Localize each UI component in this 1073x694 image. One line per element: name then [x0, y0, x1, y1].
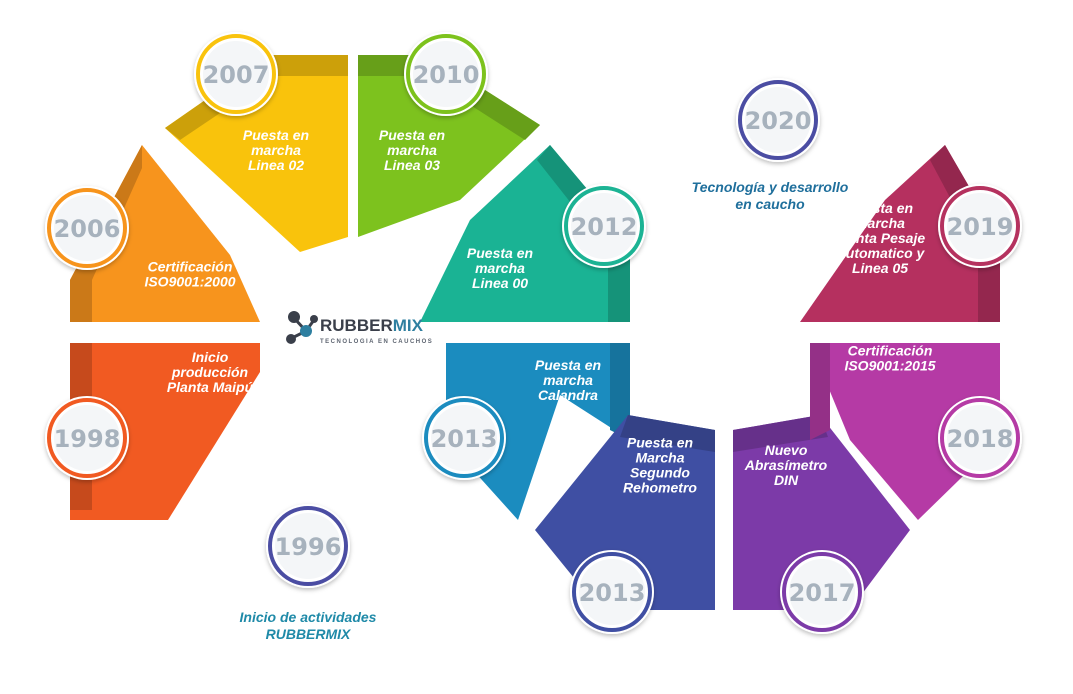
segment-label-line: Puesta en	[467, 245, 533, 261]
segment-label-line: Puesta en	[847, 200, 913, 216]
segment-label-line: Planta Maipú	[167, 379, 254, 395]
segment-shape	[446, 343, 630, 520]
segment-label-line: Rehometro	[623, 480, 697, 496]
segment-label-line: Puesta en	[379, 127, 445, 143]
segment-label-line: producción	[171, 364, 248, 380]
segment-label-line: ISO9001:2000	[144, 274, 235, 290]
segment-band	[930, 145, 1000, 322]
segment-shape	[70, 343, 260, 520]
segment-label-line: Inicio	[192, 349, 229, 365]
year-label: 2018	[947, 425, 1014, 453]
segment-band	[620, 415, 715, 452]
rubbermix-logo: RUBBERMIX TECNOLOGIA EN CAUCHOS	[286, 311, 433, 345]
year-label: 1998	[54, 425, 121, 453]
segment-label-line: marcha	[855, 215, 905, 231]
year-label: 2007	[203, 61, 270, 89]
segment-label-line: marcha	[543, 372, 593, 388]
year-badge-2020: 2020	[736, 78, 820, 162]
segment-label-line: marcha	[387, 142, 437, 158]
segment-label-line: Nuevo	[765, 442, 808, 458]
segment-label-line: Segundo	[630, 465, 690, 481]
segment-label-line: Calandra	[538, 387, 598, 403]
segment-shape	[810, 343, 1000, 520]
segment-label-line: Abrasímetro	[744, 457, 828, 473]
year-label: 2013	[579, 579, 646, 607]
segment-label-line: Puesta en	[535, 357, 601, 373]
segment-label-line: Puesta en	[627, 435, 693, 451]
year-label: 2006	[54, 215, 121, 243]
segment-label-line: ISO9001:2015	[844, 358, 935, 374]
segment-shape	[70, 145, 260, 322]
segment-label-line: Certificación	[148, 259, 233, 275]
segment-shape	[733, 415, 910, 610]
segment-label-line: Automatico y	[835, 245, 926, 261]
logo-name: RUBBERMIX	[320, 316, 424, 335]
year-badge-2007: 2007	[194, 32, 278, 116]
segment-label-line: Linea 00	[472, 275, 528, 291]
year-label: 2012	[571, 213, 638, 241]
segment-label-line: Linea 05	[852, 260, 908, 276]
segment-shape	[535, 415, 715, 610]
segment-band	[810, 343, 830, 440]
year-badge-2010: 2010	[404, 32, 488, 116]
segment-label-line: marcha	[475, 260, 525, 276]
molecule-icon	[286, 311, 318, 344]
caption-line: Tecnología y desarrollo	[692, 179, 849, 195]
year-badge-1998: 1998	[45, 396, 129, 480]
year-label: 2019	[947, 213, 1014, 241]
year-badge-2006: 2006	[45, 186, 129, 270]
year-badge-2013b: 2013	[570, 550, 654, 634]
year-badge-2019: 2019	[938, 184, 1022, 268]
segment-label-line: Marcha	[635, 450, 684, 466]
segment-band	[610, 343, 630, 440]
segment-label-line: Planta Pesaje	[835, 230, 925, 246]
segment-band	[537, 145, 630, 322]
year-label: 2020	[745, 107, 812, 135]
year-label: 2010	[413, 61, 480, 89]
segment-band	[733, 415, 828, 452]
segment-label-line: marcha	[251, 142, 301, 158]
year-label: 1996	[275, 533, 342, 561]
year-badge-1996: 1996	[266, 504, 350, 588]
segment-band	[358, 55, 540, 140]
year-badge-2018: 2018	[938, 396, 1022, 480]
year-label: 2017	[789, 579, 856, 607]
year-badge-2017: 2017	[780, 550, 864, 634]
caption-line: RUBBERMIX	[266, 626, 352, 642]
segment-label-line: Linea 03	[384, 157, 440, 173]
caption-line: Inicio de actividades	[240, 609, 377, 625]
year-badge-2013a: 2013	[422, 396, 506, 480]
segment-label-line: DIN	[774, 472, 799, 488]
segment-band	[165, 55, 348, 140]
segment-label-line: Certificación	[848, 343, 933, 359]
year-label: 2013	[431, 425, 498, 453]
year-badge-2012: 2012	[562, 184, 646, 268]
caption-line: en caucho	[735, 196, 805, 212]
logo-tagline: TECNOLOGIA EN CAUCHOS	[320, 339, 433, 345]
segment-label-line: Puesta en	[243, 127, 309, 143]
segment-label-line: Linea 02	[248, 157, 304, 173]
